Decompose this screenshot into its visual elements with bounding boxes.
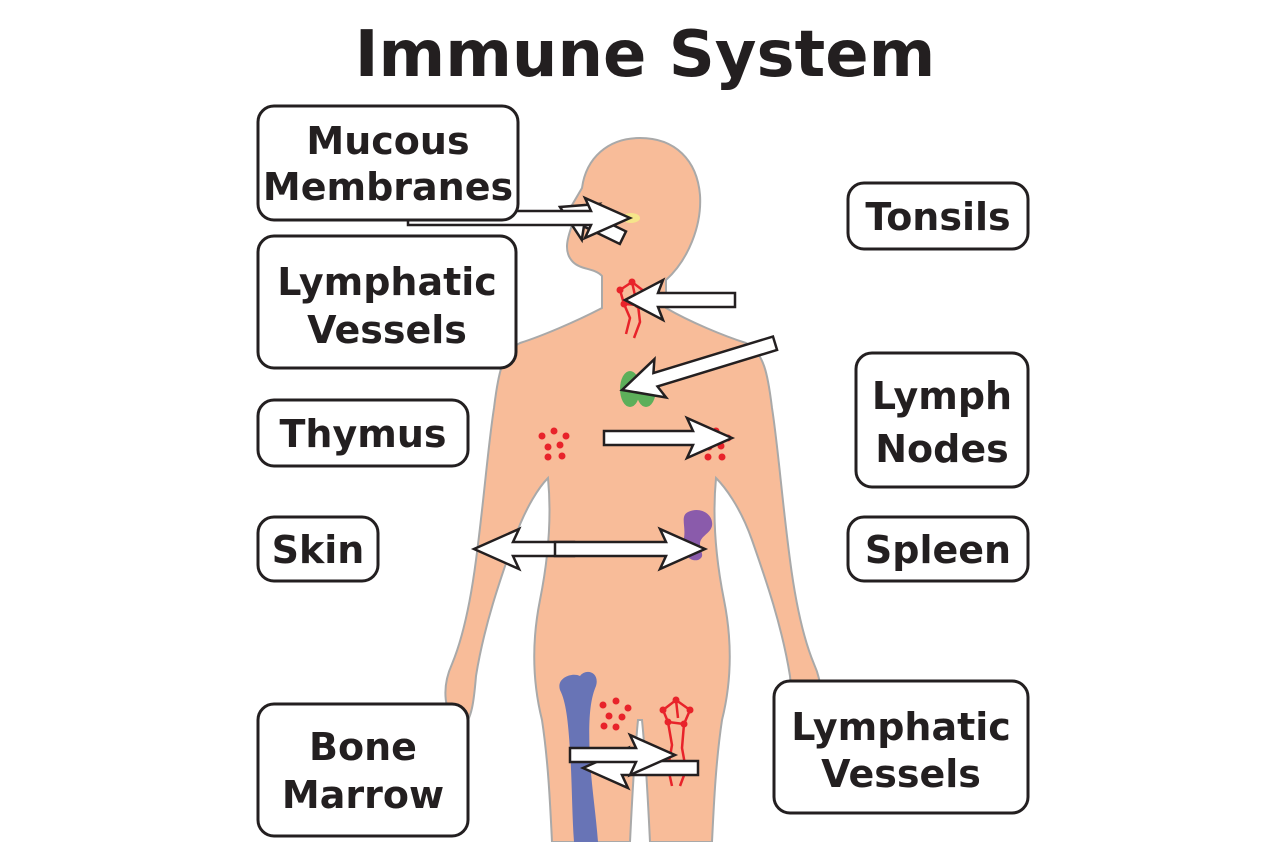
label-box: [256, 398, 470, 468]
arrow-lymphatic-upper: [622, 277, 737, 323]
label-text-line2: Marrow: [282, 773, 444, 817]
label-text-line1: Lymphatic: [791, 705, 1011, 749]
label-text-line2: Vessels: [821, 752, 981, 796]
label-thymus: Thymus: [256, 398, 470, 468]
label-skin: Skin: [256, 515, 380, 583]
label-text-line2: Vessels: [307, 308, 467, 352]
label-text-line1: Lymph: [872, 374, 1012, 418]
arrow-spleen: [553, 526, 709, 572]
label-box: [846, 181, 1030, 251]
label-box: [772, 679, 1030, 815]
arrow-lymph-nodes: [602, 415, 736, 461]
label-lymphatic-vessels-upper: Lymphatic Vessels: [256, 234, 518, 370]
diagram-title: Immune System: [355, 18, 936, 92]
label-tonsils: Tonsils: [846, 181, 1030, 251]
label-box: [256, 234, 518, 370]
label-lymphatic-vessels-lower: Lymphatic Vessels: [772, 679, 1030, 815]
label-text-line2: Membranes: [263, 165, 513, 209]
label-spleen: Spleen: [846, 515, 1030, 583]
label-text-line2: Nodes: [875, 427, 1009, 471]
label-bone-marrow: Bone Marrow: [256, 702, 470, 838]
arrow-lymphatic-lower: [568, 732, 679, 778]
label-box: [256, 702, 470, 838]
label-box: [854, 351, 1030, 489]
label-text: Thymus: [279, 412, 446, 456]
label-box: [256, 515, 380, 583]
label-text-line1: Lymphatic: [277, 260, 497, 304]
lymph-node-dots-leg: [659, 696, 694, 728]
label-text: Skin: [272, 528, 365, 572]
lymph-nodes-groin: [599, 697, 632, 731]
lymph-nodes-left-armpit: [538, 427, 570, 461]
label-lymph-nodes: Lymph Nodes: [854, 351, 1030, 489]
label-text: Tonsils: [865, 195, 1010, 239]
arrow-thymus: [619, 334, 779, 400]
label-mucous-membranes: Mucous Membranes: [256, 104, 520, 222]
label-text-line1: Bone: [309, 725, 417, 769]
label-text-line1: Mucous: [306, 119, 469, 163]
arrows: [406, 195, 779, 791]
label-box: [256, 104, 520, 222]
label-box: [846, 515, 1030, 583]
label-text: Spleen: [865, 528, 1011, 572]
